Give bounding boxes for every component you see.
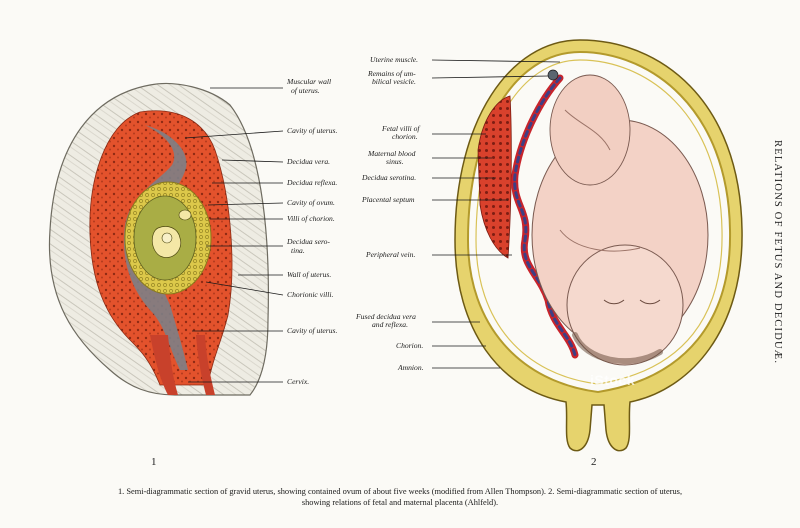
umbilical-vesicle	[178, 209, 192, 221]
label-chorion: Chorion.	[396, 341, 423, 350]
embryo-head	[161, 232, 173, 244]
label-fetal-villi-1: Fetal villi of	[381, 124, 420, 133]
label-decidua-serotina-1: Decidua sero-	[286, 237, 330, 246]
cervix-right	[196, 335, 215, 395]
label-uterine-muscle: Uterine muscle.	[370, 55, 418, 64]
figure-2-number: 2	[591, 456, 597, 468]
label-cervix: Cervix.	[287, 377, 309, 386]
label-decidua-serotina-2: Decidua serotina.	[361, 173, 416, 182]
label-villi-chorion: Villi of chorion.	[287, 214, 335, 223]
label-cavity-lower: Cavity of uterus.	[287, 326, 338, 335]
stock-watermark: iStock	[590, 372, 636, 388]
figure-1-number: 1	[151, 456, 157, 468]
label-peripheral-vein: Peripheral vein.	[365, 250, 415, 259]
umbilical-vessels	[513, 76, 577, 357]
caption-line-1: 1. Semi-diagrammatic section of gravid u…	[117, 487, 683, 496]
label-decidua-serotina-2: tina.	[291, 246, 305, 255]
label-decidua-vera: Decidua vera.	[286, 157, 330, 166]
label-wall-uterus: Wall of uterus.	[287, 270, 331, 279]
label-fused-2: and reflexa.	[372, 320, 408, 329]
plate-side-title: RELATIONS OF FETUS AND DECIDUÆ.	[772, 140, 783, 365]
placenta	[477, 95, 512, 259]
label-chorionic-villi: Chorionic villi.	[287, 290, 334, 299]
label-amnion: Amnion.	[397, 363, 424, 372]
label-maternal-blood-2: sinus.	[386, 157, 404, 166]
fetus	[531, 74, 709, 366]
label-umbilical-1: Remains of um-	[367, 69, 416, 78]
cervix	[150, 335, 178, 395]
label-umbilical-2: bilical vesicle.	[372, 77, 416, 86]
label-muscular-wall-1: Muscular wall	[286, 77, 331, 86]
figure-2-uterus-with-fetus: Uterine muscle. Remains of um- bilical v…	[355, 39, 743, 468]
label-decidua-reflexa: Decidua reflexa.	[286, 178, 337, 187]
plate-caption: 1. Semi-diagrammatic section of gravid u…	[20, 486, 780, 508]
figure-1-gravid-uterus: Muscular wall of uterus. Cavity of uteru…	[48, 77, 338, 468]
label-cavity-upper: Cavity of uterus.	[287, 126, 338, 135]
label-fused-1: Fused decidua vera	[355, 312, 416, 321]
label-fetal-villi-2: chorion.	[392, 132, 418, 141]
label-cavity-ovum: Cavity of ovum.	[287, 198, 335, 207]
umbilical-vesicle-remains	[547, 69, 559, 81]
label-muscular-wall-2: of uterus.	[291, 86, 320, 95]
label-placental-septum: Placental septum	[361, 195, 415, 204]
caption-line-2: showing relations of fetal and maternal …	[301, 498, 499, 507]
label-maternal-blood-1: Maternal blood	[367, 149, 416, 158]
